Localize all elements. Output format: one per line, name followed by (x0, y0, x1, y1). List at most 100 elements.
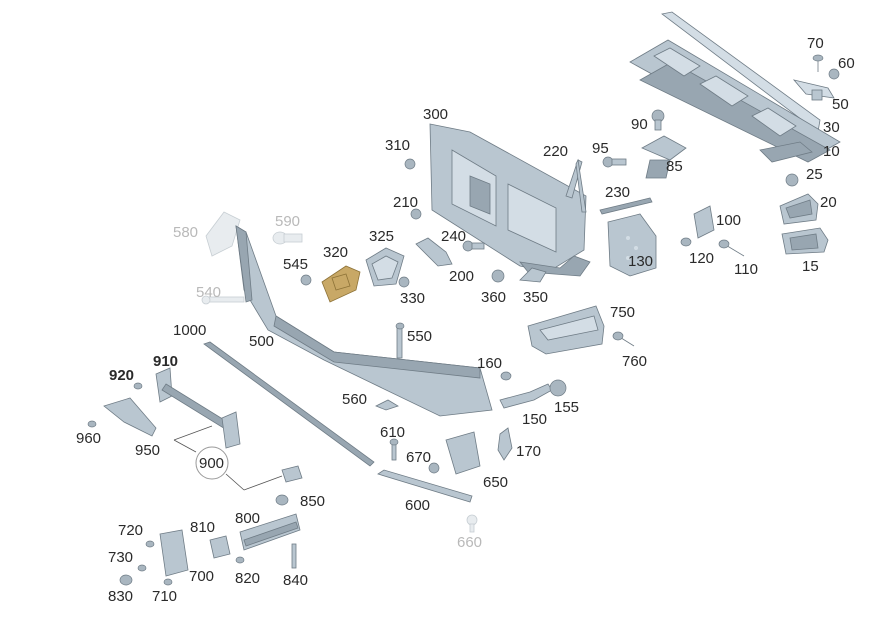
bolt-60 (828, 68, 840, 80)
label-90: 90 (631, 116, 648, 133)
block-810 (209, 535, 231, 559)
label-960: 960 (76, 430, 101, 447)
bolt-330 (398, 276, 410, 288)
label-25: 25 (806, 166, 823, 183)
label-920: 920 (109, 367, 134, 384)
label-650: 650 (483, 474, 508, 491)
clip-560 (375, 399, 399, 411)
nut-545 (300, 274, 312, 286)
bolt-70 (812, 54, 824, 72)
bolt-710 (163, 578, 173, 586)
bolt-120 (680, 237, 692, 247)
bolt-960 (87, 420, 97, 428)
nut-830 (119, 574, 133, 586)
bar-800 (239, 513, 301, 551)
label-500: 500 (249, 333, 274, 350)
bracket-325 (365, 247, 405, 287)
bracket-910 (155, 367, 241, 449)
bolt-550 (395, 322, 405, 359)
label-730: 730 (108, 549, 133, 566)
bolt-730 (137, 564, 147, 572)
label-910: 910 (153, 353, 178, 370)
label-545: 545 (283, 256, 308, 273)
cap-155 (549, 379, 567, 397)
upper-cross-member (629, 11, 841, 163)
label-160: 160 (477, 355, 502, 372)
bracket-20 (779, 193, 819, 225)
label-170: 170 (516, 443, 541, 460)
label-30: 30 (823, 119, 840, 136)
clip-590-faded (272, 231, 303, 245)
label-60: 60 (838, 55, 855, 72)
bolt-610 (389, 438, 399, 461)
label-220: 220 (543, 143, 568, 160)
label-200: 200 (449, 268, 474, 285)
label-100: 100 (716, 212, 741, 229)
bolt-25 (785, 173, 799, 187)
label-95: 95 (592, 140, 609, 157)
label-70: 70 (807, 35, 824, 52)
bolt-920 (133, 382, 143, 390)
label-210: 210 (393, 194, 418, 211)
label-155: 155 (554, 399, 579, 416)
strut-220 (565, 158, 587, 213)
bracket-320 (321, 265, 361, 303)
bumper-beam-500 (235, 225, 493, 417)
label-840: 840 (283, 572, 308, 589)
label-760: 760 (622, 353, 647, 370)
rod-230 (599, 197, 653, 215)
fastener-660-faded (466, 514, 478, 533)
label-600: 600 (405, 497, 430, 514)
label-130: 130 (628, 253, 653, 270)
label-330: 330 (400, 290, 425, 307)
nut-850 (275, 494, 289, 506)
bracket-350 (519, 267, 547, 283)
label-660: 660 (457, 534, 482, 551)
label-325: 325 (369, 228, 394, 245)
label-830: 830 (108, 588, 133, 605)
bolt-210 (410, 208, 422, 220)
label-540: 540 (196, 284, 221, 301)
label-800: 800 (235, 510, 260, 527)
label-700: 700 (189, 568, 214, 585)
label-560: 560 (342, 391, 367, 408)
bracket-50 (792, 79, 835, 101)
label-720: 720 (118, 522, 143, 539)
bolt-310 (404, 158, 416, 170)
label-820: 820 (235, 570, 260, 587)
label-20: 20 (820, 194, 837, 211)
label-300: 300 (423, 106, 448, 123)
bolt-720 (145, 540, 155, 548)
label-230: 230 (605, 184, 630, 201)
bolt-360 (491, 269, 505, 283)
bracket-950 (103, 397, 157, 437)
label-15: 15 (802, 258, 819, 275)
label-710: 710 (152, 588, 177, 605)
bracket-580-faded (205, 211, 241, 257)
label-10: 10 (823, 143, 840, 160)
bolt-90 (651, 109, 665, 131)
part-labels: 70 60 50 30 10 90 95 85 25 20 15 300 310… (76, 35, 855, 605)
clip-170 (497, 427, 513, 461)
panel-130 (607, 213, 657, 277)
bolt-760 (612, 331, 635, 347)
bolt-840 (291, 543, 297, 569)
label-85: 85 (666, 158, 683, 175)
bolt-240 (462, 240, 485, 252)
label-1000: 1000 (173, 322, 206, 339)
bracket-100 (693, 205, 715, 239)
label-120: 120 (689, 250, 714, 267)
label-670: 670 (406, 449, 431, 466)
bolt-95 (602, 156, 627, 168)
bolt-670 (428, 462, 440, 474)
bracket-750 (527, 305, 605, 355)
label-590: 590 (275, 213, 300, 230)
label-50: 50 (832, 96, 849, 113)
label-550: 550 (407, 328, 432, 345)
label-320: 320 (323, 244, 348, 261)
frame-300 (429, 123, 591, 277)
label-750: 750 (610, 304, 635, 321)
bolt-110 (718, 239, 745, 257)
